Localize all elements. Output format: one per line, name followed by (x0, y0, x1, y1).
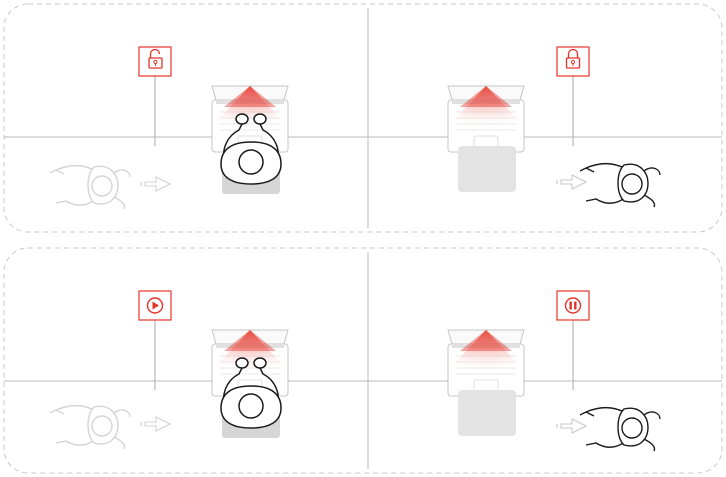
empty-chair (458, 390, 516, 436)
approaching-user (50, 166, 130, 209)
arrow-right-icon (557, 175, 586, 189)
leaving-user (580, 164, 660, 207)
scene-user-present (50, 47, 290, 209)
scene-user-away (446, 47, 660, 207)
laptop (446, 86, 526, 152)
panel-media-scenario (4, 248, 722, 473)
arrow-right-icon (141, 177, 170, 191)
scene-user-away (446, 291, 660, 451)
scene-user-present (50, 291, 290, 449)
lock-sign (557, 47, 589, 76)
play-sign (139, 291, 171, 320)
panel-lock-scenario (4, 4, 722, 232)
approaching-user (50, 406, 130, 449)
empty-chair (458, 146, 516, 192)
arrow-right-icon (141, 417, 170, 431)
arrow-right-icon (557, 419, 586, 433)
unlock-sign (139, 47, 171, 76)
laptop (446, 330, 526, 396)
pause-sign (557, 291, 589, 320)
leaving-user (580, 408, 660, 451)
